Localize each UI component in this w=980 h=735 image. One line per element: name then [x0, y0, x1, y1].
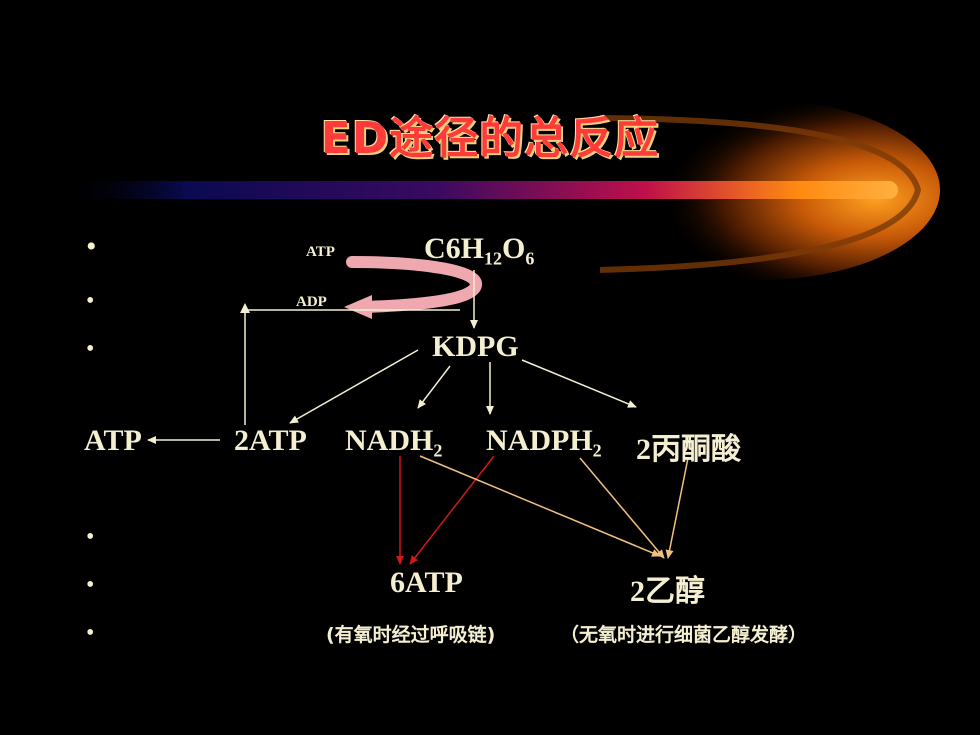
note-anaerobic: （无氧时进行细菌乙醇发酵）	[560, 624, 808, 646]
curved-arrow-head	[344, 295, 372, 319]
pyruvate-label: 2丙酮酸	[636, 433, 741, 466]
atp-2-label: 2ATP	[234, 424, 307, 457]
arrow-nadh-ethanol	[419, 455, 661, 557]
bullet-6: •	[86, 620, 95, 646]
bullet-3: •	[86, 336, 95, 362]
bullet-1: •	[86, 230, 97, 263]
curved-arrow-atp-adp	[346, 256, 482, 313]
arrow-kdpg-2atp	[289, 349, 419, 424]
atp-6-label: 6ATP	[390, 566, 463, 599]
adp-small-label: ADP	[296, 294, 327, 310]
arrow-pyruvate-ethanol	[665, 457, 689, 559]
arrow-kdpg-nadh	[417, 365, 451, 409]
bullet-2: •	[86, 288, 95, 314]
nadph-label: NADPH2	[486, 424, 602, 461]
comet-rim	[599, 115, 922, 273]
arrow-nadph-ethanol	[579, 457, 665, 559]
glucose-formula: C6H12O6	[424, 232, 535, 269]
arrow-up-head	[240, 303, 250, 313]
bullet-5: •	[86, 572, 95, 598]
bullet-4: •	[86, 524, 95, 550]
nadh-label: NADH2	[345, 424, 443, 461]
arrow-kdpg-pyruvate	[521, 359, 637, 408]
ethanol-label: 2乙醇	[630, 575, 705, 608]
comet-streak	[60, 181, 898, 199]
line-adp-2atp	[244, 309, 460, 425]
atp-small-label: ATP	[306, 244, 335, 260]
slide-title: ED途径的总反应	[320, 113, 660, 164]
note-aerobic: (有氧时经过呼吸链)	[326, 624, 496, 646]
arrow-nadph-6atp	[409, 455, 495, 565]
kdpg-label: KDPG	[432, 330, 519, 363]
atp-left-label: ATP	[84, 424, 142, 457]
